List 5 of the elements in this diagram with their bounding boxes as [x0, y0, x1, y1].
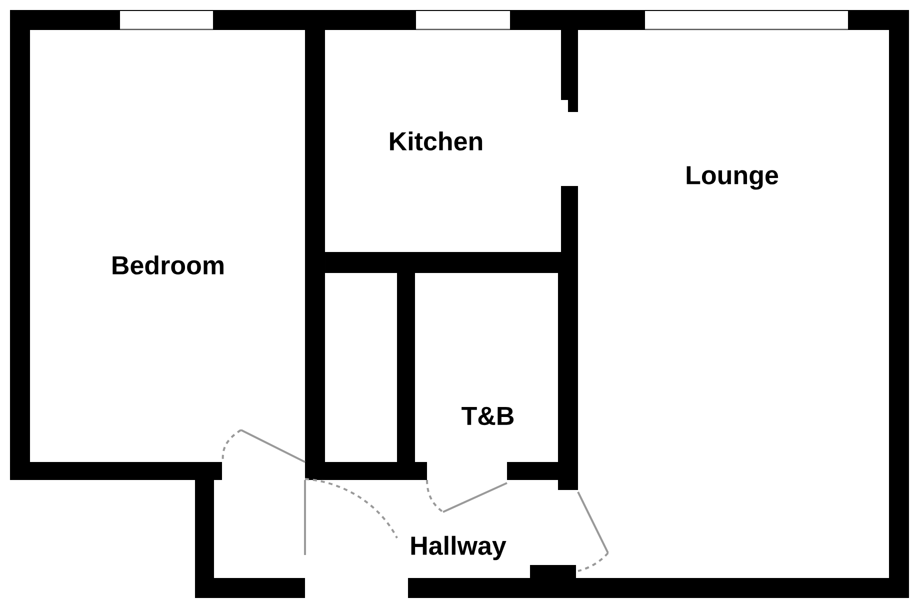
room-label: Bedroom [112, 255, 224, 275]
room-label: Hallway [411, 536, 506, 560]
room-label: T&B [462, 406, 514, 426]
room-label: Kitchen [390, 131, 482, 151]
room-label: Lounge [686, 166, 778, 190]
